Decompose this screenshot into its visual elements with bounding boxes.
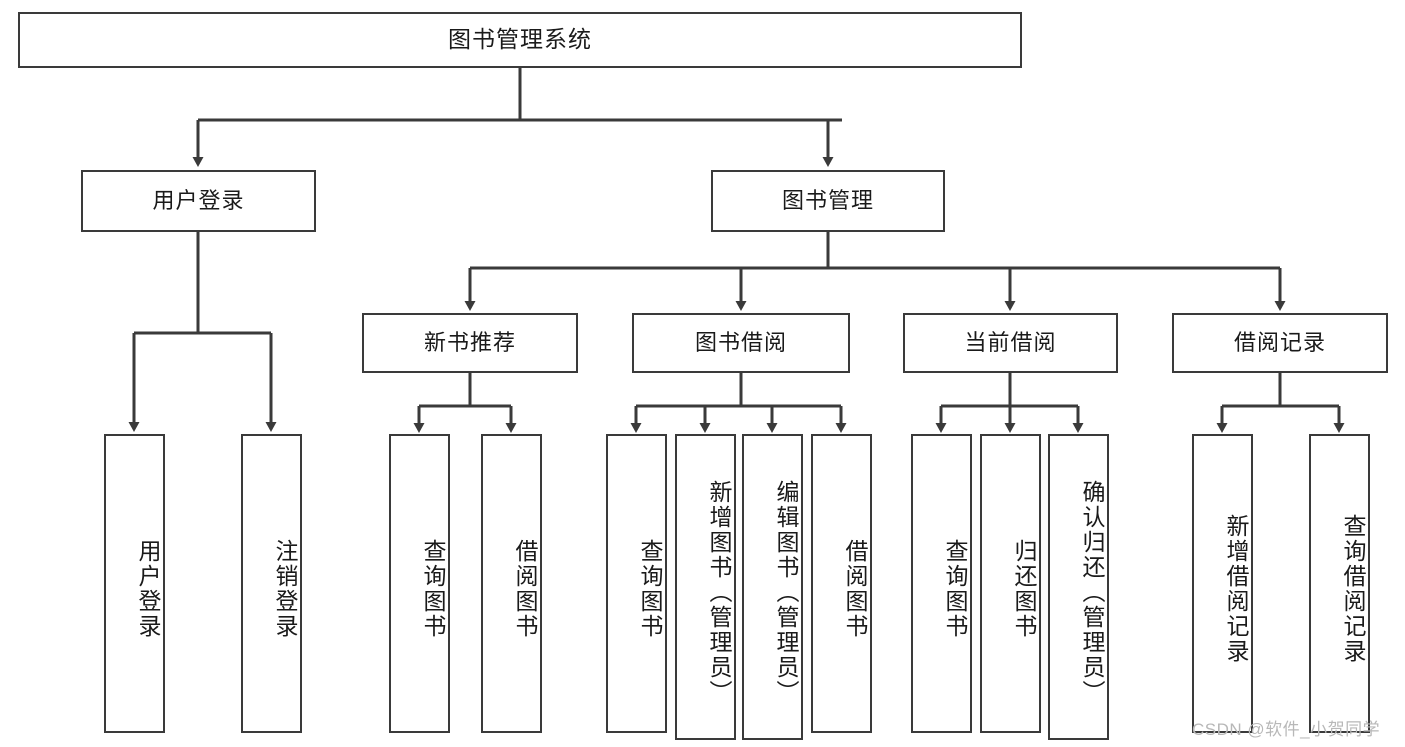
node-new-book-recommend-label: 新书推荐: [423, 329, 516, 355]
node-current-borrow[interactable]: 当前借阅: [903, 313, 1118, 373]
node-leaf-confirm-return[interactable]: 确认归还（管理员）: [1048, 434, 1109, 740]
node-leaf-add-book-label: 新增图书（管理员）: [706, 479, 732, 705]
node-leaf-borrow-book-1[interactable]: 借阅图书: [481, 434, 542, 733]
node-user-login[interactable]: 用户登录: [81, 170, 316, 232]
node-leaf-confirm-return-label: 确认归还（管理员）: [1079, 479, 1105, 705]
node-borrow-record-label: 借阅记录: [1233, 329, 1326, 355]
node-leaf-user-login-label: 用户登录: [135, 538, 161, 639]
node-leaf-query-book-2-label: 查询图书: [637, 538, 663, 639]
node-leaf-query-book-3[interactable]: 查询图书: [911, 434, 972, 733]
node-leaf-logout-login-label: 注销登录: [272, 538, 298, 639]
node-leaf-add-record[interactable]: 新增借阅记录: [1192, 434, 1253, 733]
node-leaf-logout-login[interactable]: 注销登录: [241, 434, 302, 733]
node-leaf-query-book-1-label: 查询图书: [420, 538, 446, 639]
node-root-label: 图书管理系统: [448, 26, 592, 53]
node-leaf-return-book-label: 归还图书: [1011, 538, 1037, 639]
node-leaf-return-book[interactable]: 归还图书: [980, 434, 1041, 733]
node-user-login-label: 用户登录: [152, 187, 245, 213]
node-new-book-recommend[interactable]: 新书推荐: [362, 313, 578, 373]
node-leaf-edit-book[interactable]: 编辑图书（管理员）: [742, 434, 803, 740]
node-borrow-record[interactable]: 借阅记录: [1172, 313, 1388, 373]
node-book-management-label: 图书管理: [781, 187, 874, 213]
node-leaf-add-record-label: 新增借阅记录: [1223, 513, 1249, 664]
node-leaf-query-book-2[interactable]: 查询图书: [606, 434, 667, 733]
node-leaf-query-record[interactable]: 查询借阅记录: [1309, 434, 1370, 733]
node-leaf-edit-book-label: 编辑图书（管理员）: [773, 479, 799, 705]
node-book-borrow[interactable]: 图书借阅: [632, 313, 850, 373]
node-leaf-query-record-label: 查询借阅记录: [1340, 513, 1366, 664]
node-book-borrow-label: 图书借阅: [694, 329, 787, 355]
node-leaf-borrow-book-1-label: 借阅图书: [512, 538, 538, 639]
node-leaf-query-book-3-label: 查询图书: [942, 538, 968, 639]
node-root-book-management-system[interactable]: 图书管理系统: [18, 12, 1022, 68]
node-leaf-borrow-book-2[interactable]: 借阅图书: [811, 434, 872, 733]
node-current-borrow-label: 当前借阅: [964, 329, 1057, 355]
watermark-text: CSDN @软件_小贺同学: [1192, 720, 1381, 739]
node-leaf-borrow-book-2-label: 借阅图书: [842, 538, 868, 639]
node-leaf-query-book-1[interactable]: 查询图书: [389, 434, 450, 733]
node-leaf-user-login[interactable]: 用户登录: [104, 434, 165, 733]
node-leaf-add-book[interactable]: 新增图书（管理员）: [675, 434, 736, 740]
node-book-management[interactable]: 图书管理: [711, 170, 945, 232]
